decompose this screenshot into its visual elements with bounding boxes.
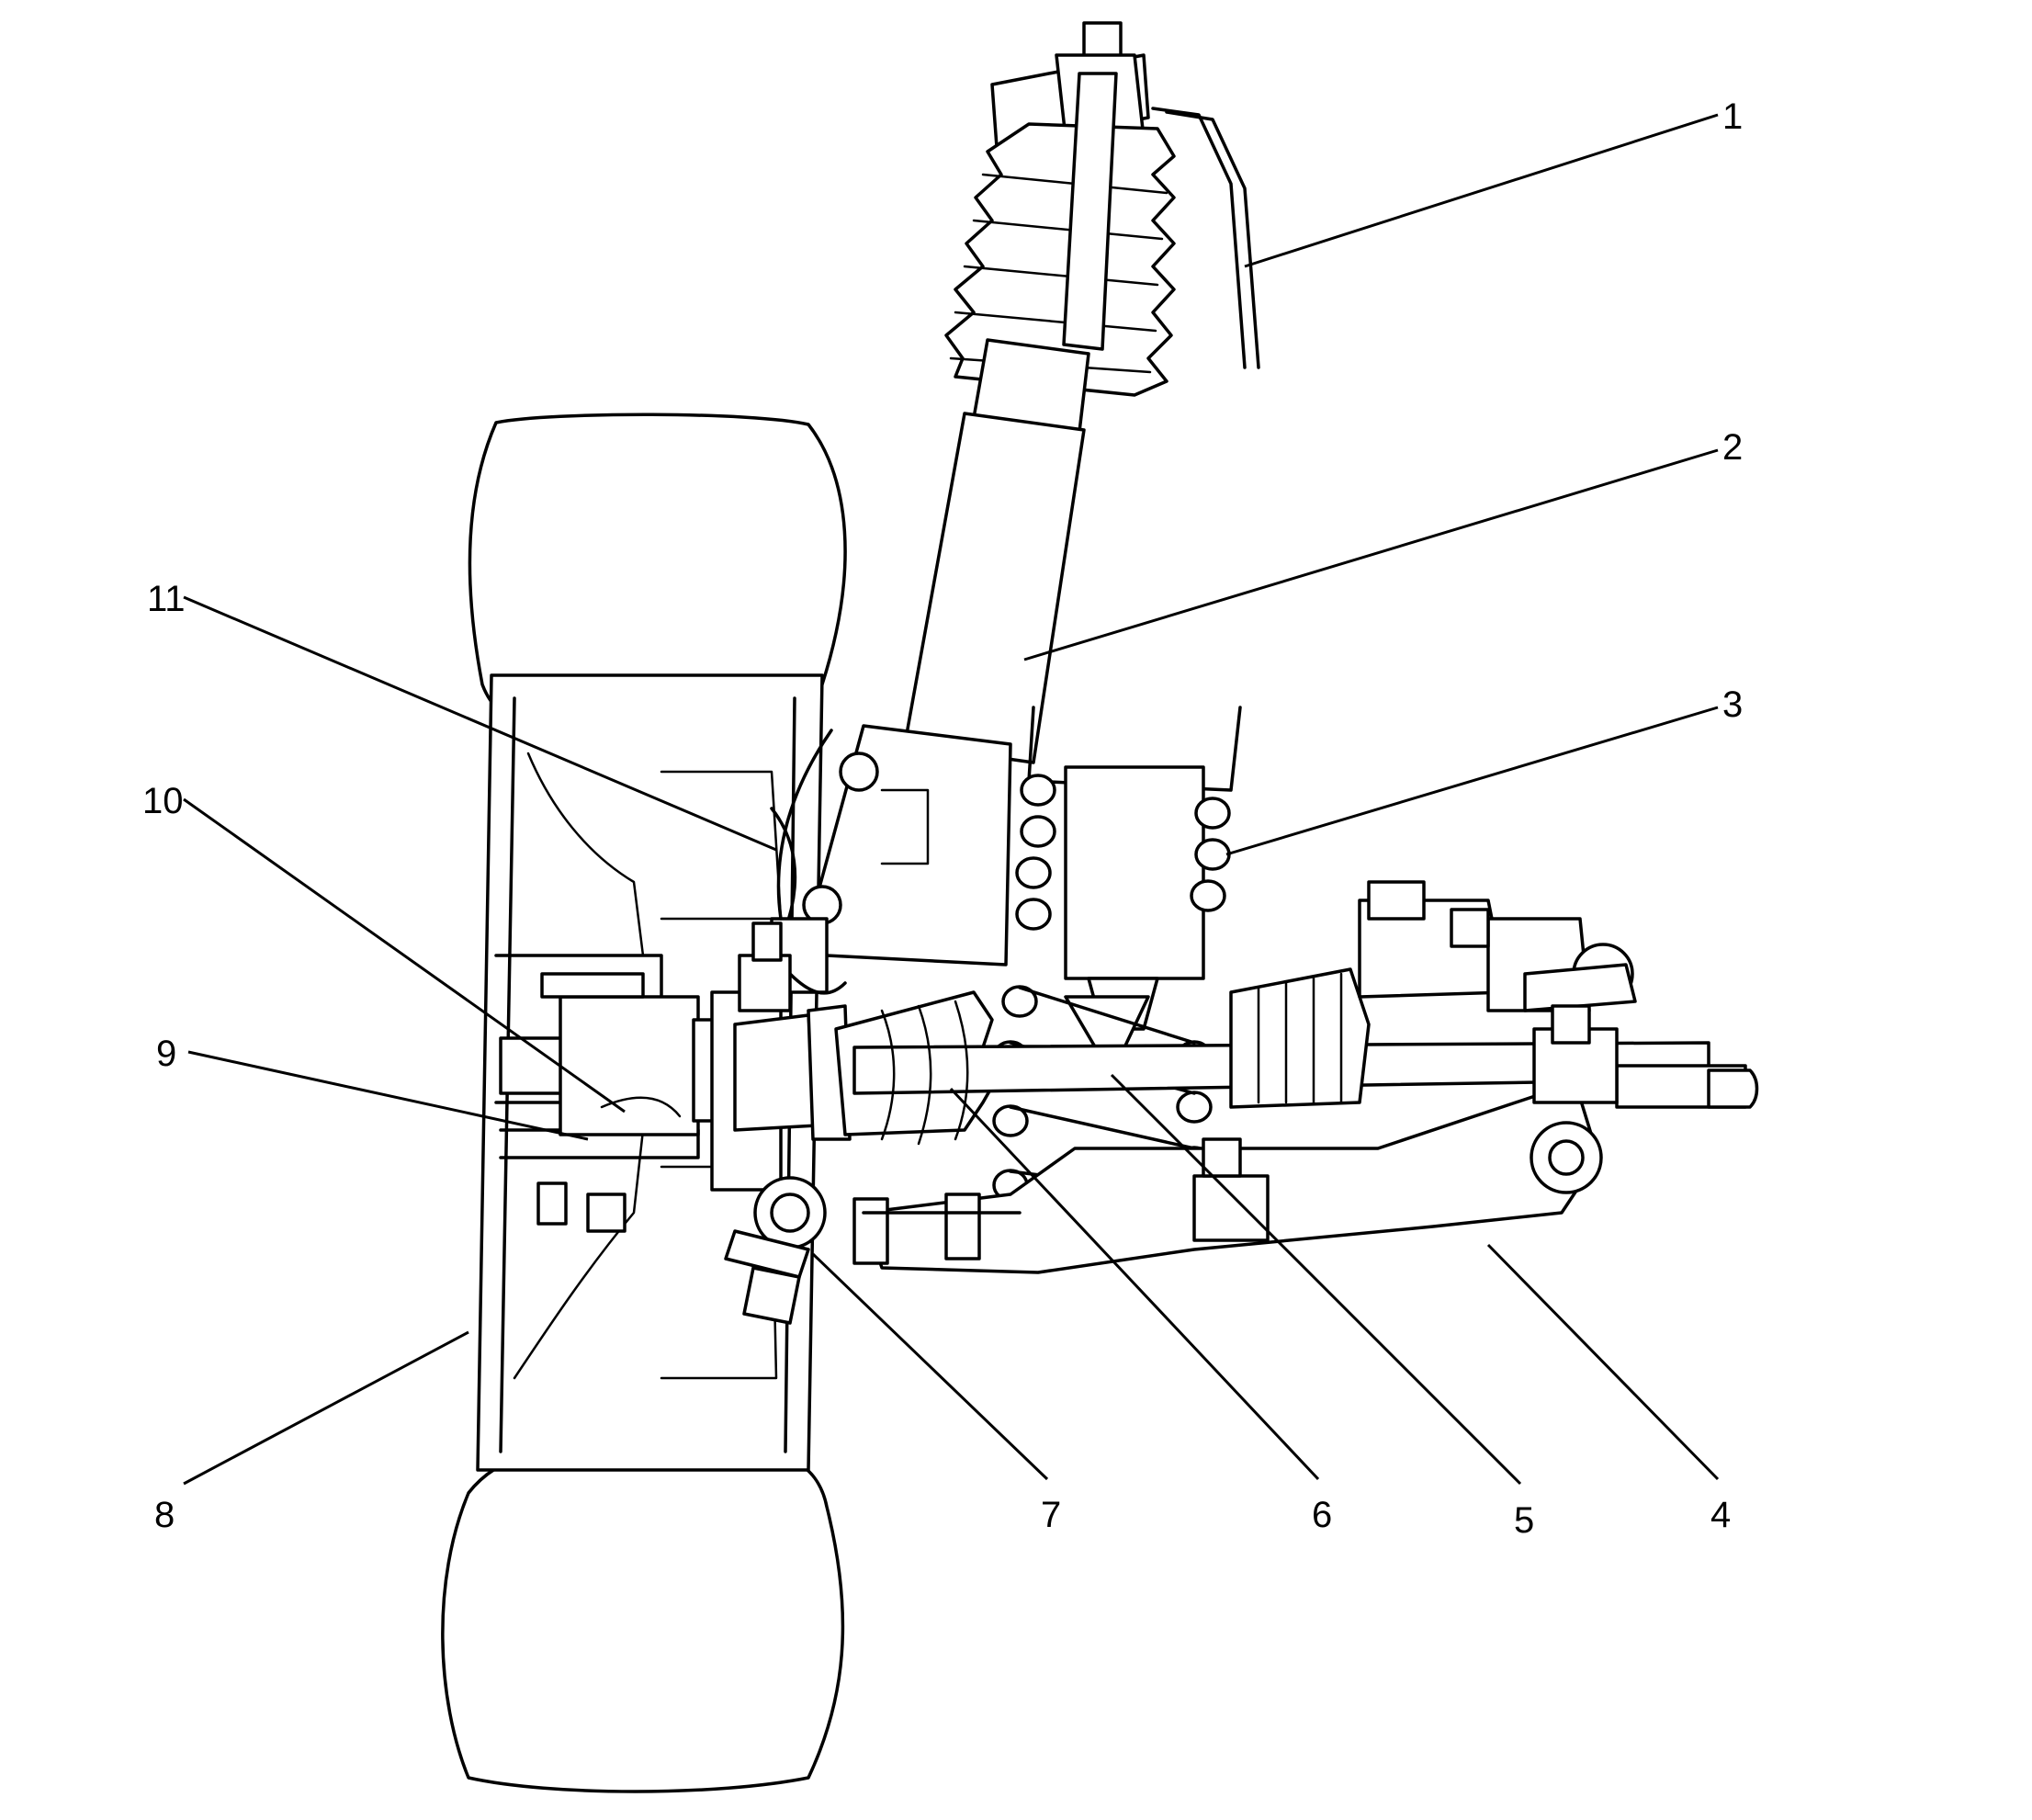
- callout-2: 2: [1722, 427, 1743, 468]
- leader-line-1: [1244, 113, 1719, 268]
- leader-line-3: [1225, 706, 1719, 856]
- callout-5: 5: [1514, 1500, 1534, 1541]
- leader-line-4: [1486, 1243, 1720, 1481]
- spring-seat-upper: [1064, 765, 1205, 980]
- callout-11: 11: [147, 579, 186, 619]
- ball-joint: [724, 921, 827, 1325]
- lower-control-arm: [852, 1004, 1619, 1274]
- leader-line-2: [1023, 448, 1719, 661]
- callout-10: 10: [142, 781, 184, 821]
- leader-line-5: [1110, 1073, 1522, 1486]
- callout-7: 7: [1041, 1495, 1061, 1535]
- coil-spring: [992, 765, 1231, 1202]
- tire-lower: [441, 1445, 845, 1793]
- callout-8: 8: [154, 1495, 175, 1535]
- leader-line-10: [183, 797, 626, 1113]
- leader-line-6: [949, 1087, 1320, 1481]
- callout-4: 4: [1710, 1495, 1731, 1535]
- leader-lines: [183, 113, 1720, 1486]
- steering-rack: [1358, 880, 1637, 1012]
- leader-line-7: [811, 1252, 1049, 1481]
- strut-assembly: [770, 21, 1176, 995]
- callout-6: 6: [1312, 1495, 1332, 1535]
- leader-line-8: [183, 1330, 469, 1486]
- spring-bump-stop: [1064, 995, 1150, 1077]
- inner-cv-boot: [1229, 967, 1371, 1109]
- callout-9: 9: [156, 1034, 176, 1074]
- callout-3: 3: [1722, 684, 1743, 725]
- callout-1: 1: [1722, 96, 1743, 137]
- drive-axle: [733, 967, 1759, 1146]
- strut-lower-bracket: [807, 724, 1012, 967]
- leader-line-11: [183, 595, 777, 852]
- leader-line-9: [187, 1050, 589, 1141]
- callout-labels: 1 2 3 4 5 6 7 8 9 10 11: [142, 96, 1743, 1541]
